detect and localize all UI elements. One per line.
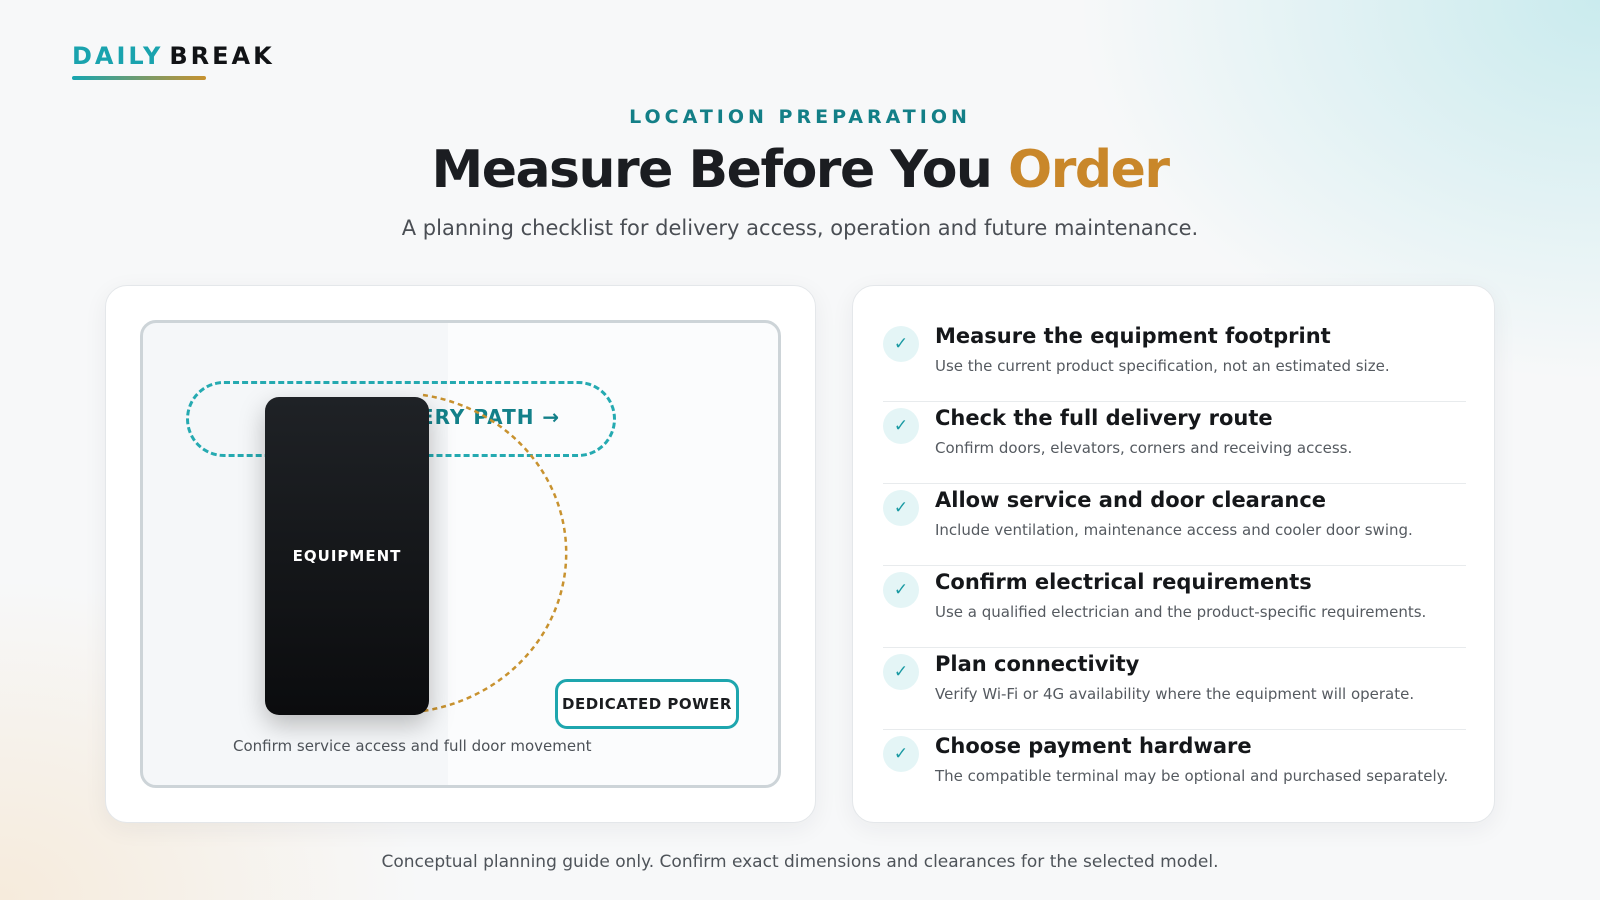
checklist-item-title: Confirm electrical requirements (935, 570, 1312, 594)
checklist-item-title: Measure the equipment footprint (935, 324, 1331, 348)
checklist-item: ✓ Check the full delivery route Confirm … (883, 402, 1466, 484)
brand-daily: DAILY (72, 42, 164, 70)
checklist-item: ✓ Allow service and door clearance Inclu… (883, 484, 1466, 566)
brand-underline (72, 76, 206, 80)
checklist-item-title: Allow service and door clearance (935, 488, 1327, 512)
equipment-block: EQUIPMENT (265, 397, 429, 715)
title-main: Measure Before You (431, 140, 1009, 200)
check-icon: ✓ (883, 736, 919, 772)
checklist-item-title: Check the full delivery route (935, 406, 1273, 430)
checklist-item-desc: Verify Wi-Fi or 4G availability where th… (935, 685, 1415, 703)
footer-disclaimer: Conceptual planning guide only. Confirm … (381, 852, 1219, 872)
checklist-item-title: Choose payment hardware (935, 734, 1252, 758)
check-icon: ✓ (883, 408, 919, 444)
checklist-item: ✓ Choose payment hardware The compatible… (883, 730, 1466, 812)
check-icon: ✓ (883, 572, 919, 608)
checklist-item: ✓ Plan connectivity Verify Wi-Fi or 4G a… (883, 648, 1466, 730)
section-eyebrow: LOCATION PREPARATION (629, 106, 971, 128)
checklist-card: ✓ Measure the equipment footprint Use th… (852, 285, 1495, 823)
door-swing-arc (422, 393, 568, 713)
checklist-item-desc: Confirm doors, elevators, corners and re… (935, 439, 1353, 457)
checklist-item-desc: The compatible terminal may be optional … (935, 767, 1449, 785)
checklist-item: ✓ Measure the equipment footprint Use th… (883, 320, 1466, 402)
dedicated-power-badge: DEDICATED POWER (555, 679, 739, 729)
brand-break: BREAK (169, 42, 275, 70)
check-icon: ✓ (883, 490, 919, 526)
page-title: Measure Before You Order (0, 140, 1600, 200)
checklist-item-desc: Include ventilation, maintenance access … (935, 521, 1413, 539)
check-icon: ✓ (883, 654, 919, 690)
checklist-item-desc: Use a qualified electrician and the prod… (935, 603, 1427, 621)
check-icon: ✓ (883, 326, 919, 362)
equipment-label: EQUIPMENT (292, 547, 402, 565)
checklist-item: ✓ Confirm electrical requirements Use a … (883, 566, 1466, 648)
diagram-caption: Confirm service access and full door mov… (233, 737, 592, 755)
floor-diagram: DELIVERY PATH → EQUIPMENT DEDICATED POWE… (140, 320, 781, 788)
page-subtitle: A planning checklist for delivery access… (401, 216, 1199, 240)
diagram-card: DELIVERY PATH → EQUIPMENT DEDICATED POWE… (105, 285, 816, 823)
checklist-item-title: Plan connectivity (935, 652, 1140, 676)
checklist-item-desc: Use the current product specification, n… (935, 357, 1390, 375)
title-accent: Order (1008, 140, 1170, 200)
